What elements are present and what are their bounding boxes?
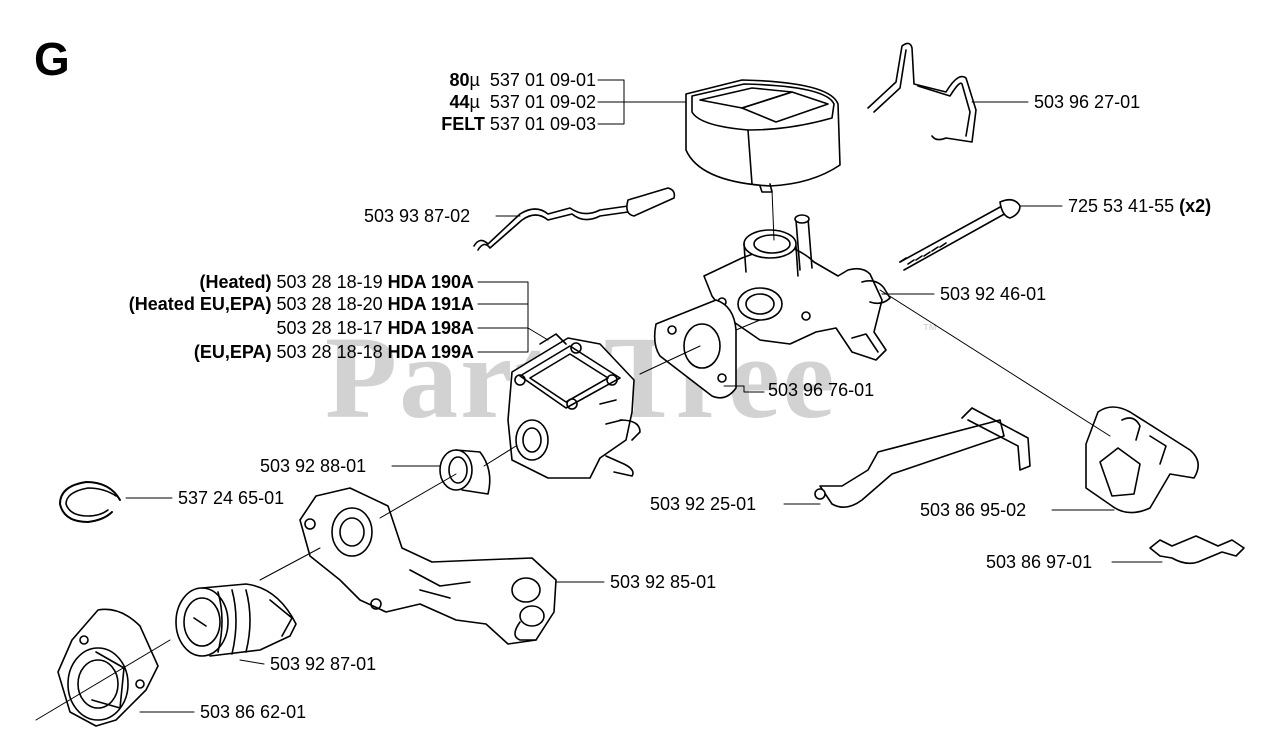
callout-spring-plate[interactable]: 503 86 97-01	[986, 552, 1093, 572]
callout-carb-hda191a[interactable]: (Heated EU,EPA) 503 28 18-20 HDA 191A	[30, 294, 474, 314]
wire-clip-drawing	[867, 42, 977, 143]
carb-model: HDA 198A	[387, 318, 474, 338]
bracket-drawing	[1085, 406, 1199, 514]
leader-lines	[125, 79, 1163, 713]
part-number: 503 28 18-20	[276, 294, 383, 314]
filter-grade: 80	[449, 70, 470, 90]
filter-grade: 44	[449, 92, 470, 112]
watermark-tm: ™	[922, 322, 938, 339]
callout-carb-hda199a[interactable]: (EU,EPA) 503 28 18-18 HDA 199A	[30, 342, 474, 362]
filter-grade: FELT	[441, 114, 485, 134]
part-number: 537 01 09-03	[489, 114, 596, 134]
callout-circlip[interactable]: 537 24 65-01	[178, 488, 285, 508]
callout-carb-hda190a[interactable]: (Heated) 503 28 18-19 HDA 190A	[30, 272, 474, 292]
carb-model: HDA 190A	[387, 272, 474, 292]
gasket-drawing	[653, 299, 737, 399]
callout-filter-44[interactable]: 44µ 537 01 09-02	[380, 92, 596, 112]
carburetor-drawing	[507, 333, 641, 479]
bolt-drawing	[899, 198, 1021, 271]
circlip-drawing	[59, 481, 121, 523]
air-filter-drawing	[685, 79, 841, 193]
intake-boot-drawing	[175, 583, 297, 657]
part-number: 725 53 41-55	[1068, 196, 1175, 216]
callout-filter-80[interactable]: 80µ 537 01 09-01	[380, 70, 596, 90]
callout-choke-rod[interactable]: 503 93 87-02	[364, 206, 471, 226]
choke-rod-drawing	[473, 187, 676, 251]
intake-manifold-drawing	[299, 487, 557, 645]
quantity: (x2)	[1179, 196, 1212, 216]
filter-unit: µ	[469, 92, 480, 112]
part-number: 503 28 18-17	[276, 318, 383, 338]
hose-drawing	[439, 449, 491, 495]
part-number: 537 01 09-02	[489, 92, 596, 112]
filter-unit: µ	[469, 70, 480, 90]
part-number: 503 28 18-19	[276, 272, 383, 292]
callout-bracket[interactable]: 503 86 95-02	[920, 500, 1027, 520]
part-number: 537 01 09-01	[489, 70, 596, 90]
callout-intake-boot[interactable]: 503 92 87-01	[270, 654, 377, 674]
callout-filter-felt[interactable]: FELT 537 01 09-03	[380, 114, 596, 134]
variant-note: (EU,EPA)	[193, 342, 272, 362]
variant-note: (Heated)	[199, 272, 272, 292]
callout-lever[interactable]: 503 92 25-01	[650, 494, 757, 514]
callout-bolt[interactable]: 725 53 41-55 (x2)	[1068, 196, 1211, 216]
callout-gasket[interactable]: 503 96 76-01	[768, 380, 875, 400]
section-letter: G	[34, 33, 70, 85]
flange-drawing	[57, 608, 159, 727]
part-number: 503 28 18-18	[276, 342, 383, 362]
carb-model: HDA 199A	[387, 342, 474, 362]
callout-hose[interactable]: 503 92 88-01	[260, 456, 367, 476]
assembly-lines	[35, 189, 1111, 721]
callout-filter-holder[interactable]: 503 92 46-01	[940, 284, 1047, 304]
callout-clip[interactable]: 503 96 27-01	[1034, 92, 1141, 112]
carb-model: HDA 191A	[387, 294, 474, 314]
callout-flange[interactable]: 503 86 62-01	[200, 702, 307, 722]
filter-holder-drawing	[703, 214, 891, 361]
variant-note: (Heated EU,EPA)	[128, 294, 272, 314]
callout-carb-hda198a[interactable]: 503 28 18-17 HDA 198A	[30, 318, 474, 338]
spring-plate-drawing	[1149, 535, 1245, 565]
callout-intake-manifold[interactable]: 503 92 85-01	[610, 572, 717, 592]
lever-drawing	[814, 407, 1031, 508]
